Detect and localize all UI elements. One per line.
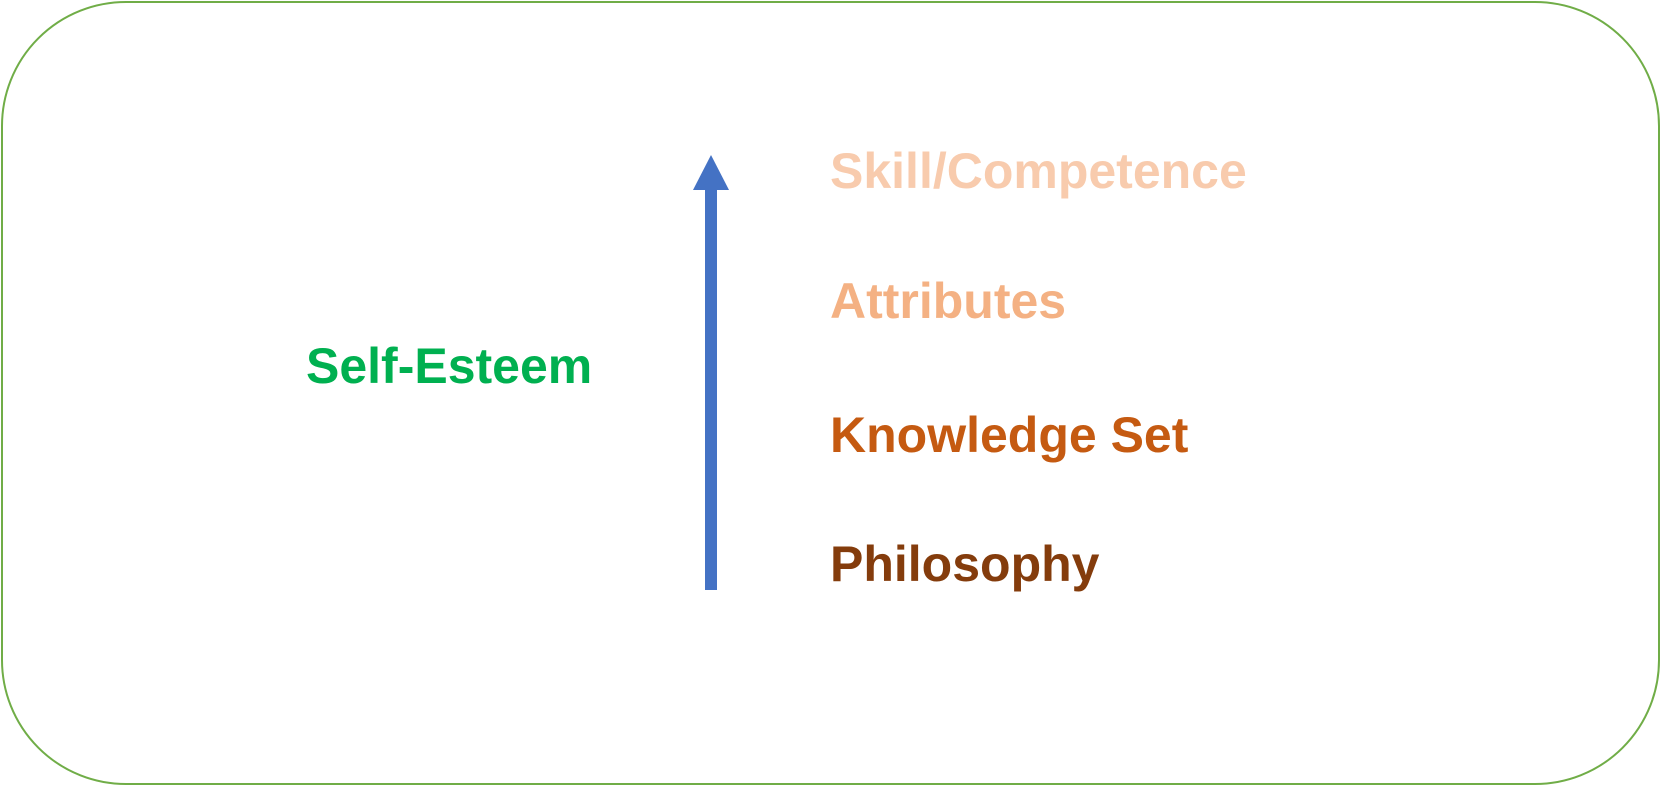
level-skill-competence: Skill/Competence [830,143,1247,199]
level-philosophy: Philosophy [830,536,1100,592]
arrow-shaft [705,188,717,590]
level-attributes: Attributes [830,273,1067,329]
level-knowledge-set: Knowledge Set [830,407,1189,463]
arrow-head [693,155,729,190]
self-esteem-label: Self-Esteem [306,338,593,394]
